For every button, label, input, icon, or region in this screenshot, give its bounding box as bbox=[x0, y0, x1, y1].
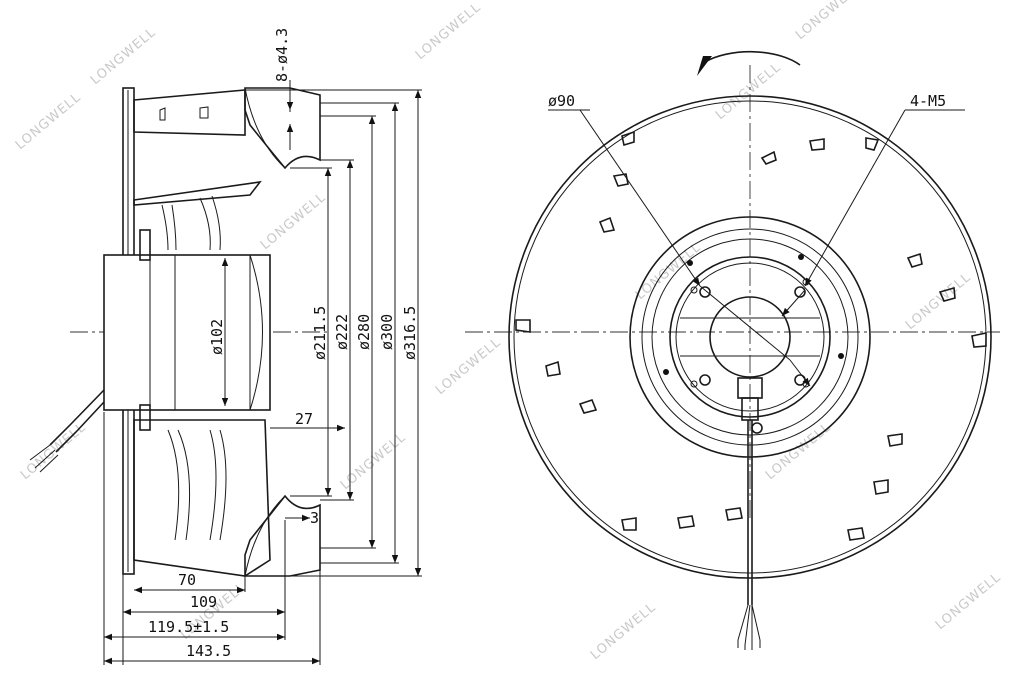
motor-flange bbox=[669, 256, 831, 418]
front-annotations: ø90 4-M5 bbox=[548, 92, 965, 387]
dim-109: 109 bbox=[190, 593, 217, 611]
dim-d222: ø222 bbox=[333, 314, 351, 350]
watermark: LONGWELL bbox=[433, 335, 504, 398]
watermark: LONGWELL bbox=[713, 60, 784, 123]
dim-70: 70 bbox=[178, 571, 196, 589]
label-d90: ø90 bbox=[548, 92, 575, 110]
mount-dots bbox=[663, 254, 844, 375]
watermark: LONGWELL bbox=[88, 25, 159, 88]
dim-d316-5: ø316.5 bbox=[401, 306, 419, 360]
screw-hole bbox=[794, 286, 806, 298]
front-view bbox=[465, 50, 1000, 650]
dim-119-5: 119.5±1.5 bbox=[148, 618, 229, 636]
cable bbox=[49, 389, 105, 446]
screw-hole bbox=[699, 286, 711, 298]
dim-d300: ø300 bbox=[378, 314, 396, 350]
watermark: LONGWELL bbox=[588, 600, 659, 663]
motor-body bbox=[103, 254, 271, 411]
dim-143-5: 143.5 bbox=[186, 642, 231, 660]
watermark: LONGWELL bbox=[338, 430, 409, 493]
screw-hole bbox=[699, 374, 711, 386]
side-view bbox=[29, 87, 330, 577]
lower-shroud bbox=[244, 494, 321, 577]
dim-d280: ø280 bbox=[355, 314, 373, 350]
dim-holes: 8-ø4.3 bbox=[273, 28, 291, 82]
side-dimensions: ø102 ø211.5 ø222 ø280 ø300 ø316.5 8-ø4.3… bbox=[103, 28, 422, 665]
watermark: LONGWELL bbox=[933, 570, 1004, 633]
inlet-ring bbox=[629, 216, 871, 458]
upper-blade-ring bbox=[133, 89, 246, 136]
outer-ring bbox=[508, 95, 992, 579]
watermark: LONGWELL bbox=[763, 420, 834, 483]
label-4-m5: 4-M5 bbox=[910, 92, 946, 110]
dim-d102: ø102 bbox=[208, 319, 226, 355]
watermark: LONGWELL bbox=[793, 0, 864, 43]
blade-tips bbox=[515, 130, 987, 541]
lower-blade-region bbox=[133, 419, 271, 577]
upper-shroud bbox=[244, 87, 321, 170]
dim-d211-5: ø211.5 bbox=[311, 306, 329, 360]
dim-3: 3 bbox=[310, 509, 319, 527]
dim-27: 27 bbox=[295, 410, 313, 428]
watermark: LONGWELL bbox=[258, 190, 329, 253]
watermark: LONGWELL bbox=[903, 270, 974, 333]
watermark: LONGWELL bbox=[13, 90, 84, 153]
watermark: LONGWELL bbox=[413, 0, 484, 63]
hub bbox=[709, 296, 791, 378]
rotation-arrow bbox=[704, 50, 801, 66]
